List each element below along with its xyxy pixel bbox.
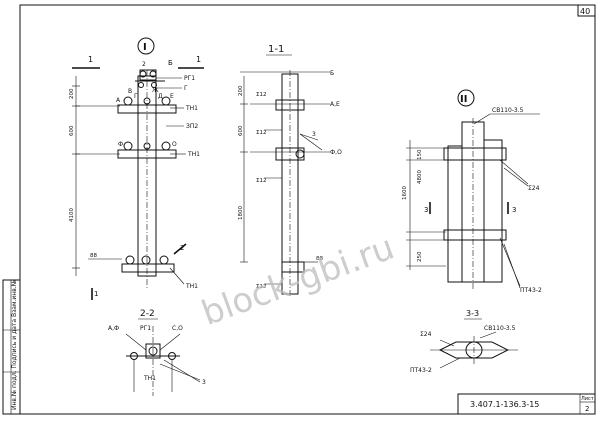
section-1-1-title: 1-1 — [268, 44, 284, 55]
s11-mark-fo: Ф,О — [330, 149, 342, 156]
label-g: Г — [184, 85, 188, 92]
sheet-index: 2 — [585, 405, 589, 413]
s11-label-z12-b: Σ12 — [256, 130, 266, 136]
sheet-frame: 40 3.407.1-136.3-15 Лист 2 Инв.№ подл. П… — [2, 4, 596, 415]
section-2-2-view: 2-2 А,Ф РГ1 С,О ТН1 3 — [108, 309, 206, 396]
s22-label-co: С,О — [172, 325, 183, 332]
s33-label-z24: Σ24 — [420, 331, 432, 338]
sheet-number: 40 — [580, 7, 590, 16]
s11-label-z12-d: Σ12 — [256, 284, 266, 290]
cut-mark-1b: 1 — [196, 55, 201, 64]
section-3-3-view: 3-3 Σ24 СВ110-3.5 ПТ43-2 — [410, 309, 518, 374]
main-elevation-view: I 1 1 Б Р — [69, 37, 204, 300]
label-zp2: ЗП2 — [186, 123, 198, 130]
document-code: 3.407.1-136.3-15 — [470, 400, 539, 409]
marker-II: II — [460, 94, 467, 105]
label-tn1-top: ТН1 — [185, 105, 198, 112]
d2-label-pt: ПТ43-2 — [520, 287, 542, 294]
s22-label-af: А,Ф — [108, 325, 119, 332]
s11-dim-600: 600 — [238, 125, 244, 136]
s11-dim-200: 200 — [238, 85, 244, 96]
s11-mark-3: 3 — [312, 131, 316, 138]
mark-88: 88 — [90, 253, 97, 259]
d2-dim-150: 150 — [417, 149, 423, 160]
label-tn1-mid: ТН1 — [187, 151, 200, 158]
s11-mark-88: 88 — [316, 256, 323, 262]
section-1-1-view: 1-1 Б А,Е Ф,О 3 Σ12 Σ12 Σ12 Σ12 200 600 … — [238, 44, 342, 296]
s22-label-tn: ТН1 — [143, 375, 156, 382]
marker-I: I — [143, 42, 147, 53]
mark-a: А — [116, 97, 121, 104]
d2-cut-3b: 3 — [512, 206, 516, 214]
cut-mark-1a: 1 — [88, 55, 93, 64]
mark-b: Б — [168, 59, 173, 67]
mark-zh: Ж — [152, 87, 159, 94]
d2-dim-1600: 1600 — [402, 186, 408, 200]
mark-f: Ф — [118, 141, 123, 148]
mark-g: Г — [134, 93, 138, 100]
d2-label-sv: СВ110-3.5 — [492, 107, 524, 114]
dim-200: 200 — [69, 88, 75, 99]
mark-e: Е — [170, 93, 174, 100]
detail-II-view: II СВ110-3.5 Σ24 ПТ43-2 1600 4800 150 25… — [402, 89, 542, 294]
label-tn1-bottom: ТН1 — [185, 283, 198, 290]
d2-dim-4800: 4800 — [417, 170, 423, 184]
s11-mark-b: Б — [330, 70, 334, 77]
sheet-label: Лист — [581, 396, 594, 402]
s33-label-sv: СВ110-3.5 — [484, 325, 516, 332]
label-rg1: РГ1 — [184, 75, 195, 82]
d2-dim-250: 250 — [417, 251, 423, 262]
s33-label-pt: ПТ43-2 — [410, 367, 432, 374]
d2-cut-3a: 3 — [424, 206, 428, 214]
dim-600: 600 — [69, 125, 75, 136]
s11-label-z12-a: Σ12 — [256, 92, 266, 98]
s11-mark-ae: А,Е — [330, 101, 340, 108]
d2-label-z24: Σ24 — [528, 185, 540, 192]
s11-dim-1800: 1800 — [238, 206, 244, 220]
dim-4100: 4100 — [69, 208, 75, 222]
mark-o: О — [172, 141, 177, 148]
mark-v: В — [128, 88, 132, 95]
mark-2-top: 2 — [142, 61, 146, 68]
mark-d: Д — [158, 93, 163, 100]
s22-title: 2-2 — [140, 309, 155, 319]
mark-1: 1 — [94, 290, 98, 298]
s22-label-rg: РГ1 — [140, 325, 151, 332]
side-stamp: Инв.№ подл. Подпись и дата Взам.инв.№ — [11, 280, 18, 410]
s11-label-z12-c: Σ12 — [256, 178, 266, 184]
s33-title: 3-3 — [466, 309, 479, 318]
s22-mark-3: 3 — [202, 379, 206, 386]
